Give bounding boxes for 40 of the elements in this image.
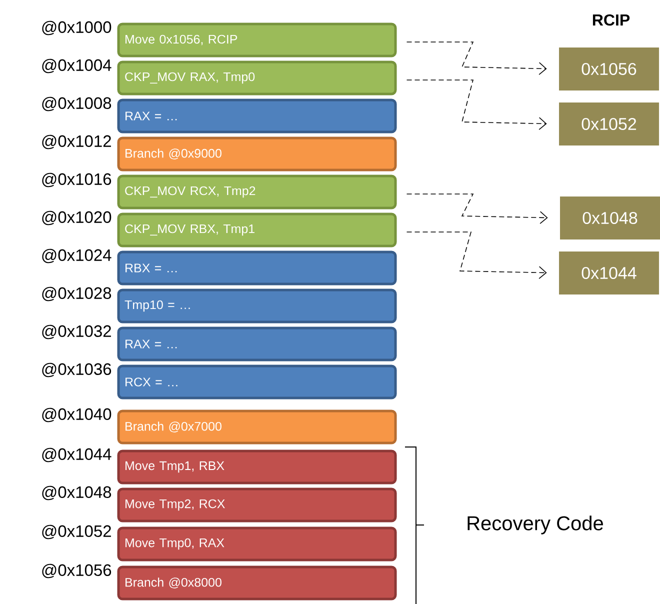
address-label: @0x1008 xyxy=(42,96,112,112)
address-label: @0x1012 xyxy=(42,134,111,150)
instruction-box: Tmp10 = … xyxy=(117,288,397,324)
address-label: @0x1020 xyxy=(42,210,112,226)
instruction-box: Move Tmp2, RCX xyxy=(117,488,397,522)
instruction-box: Branch @0x8000 xyxy=(117,566,397,600)
instruction-box: CKP_MOV RBX, Tmp1 xyxy=(117,212,397,248)
instruction-box: RAX = … xyxy=(117,98,397,134)
address-label: @0x1028 xyxy=(42,286,112,302)
dashed-arrow xyxy=(406,80,547,130)
instruction-box: Move Tmp0, RAX xyxy=(117,526,397,562)
address-label: @0x1032 xyxy=(42,324,111,340)
address-label: @0x1004 xyxy=(42,58,112,74)
address-label: @0x1040 xyxy=(42,408,112,422)
dashed-arrow xyxy=(406,194,548,224)
register-value-box: 0x1048 xyxy=(560,196,660,240)
register-value-box: 0x1052 xyxy=(559,102,660,146)
instruction-box: Branch @0x7000 xyxy=(117,410,397,444)
address-label: @0x1016 xyxy=(42,172,112,188)
address-label: @0x1052 xyxy=(42,524,111,540)
address-label: @0x1048 xyxy=(42,486,112,500)
address-label: @0x1000 xyxy=(42,20,112,36)
instruction-box: RBX = … xyxy=(117,250,397,286)
register-value-box: 0x1056 xyxy=(559,48,660,90)
instruction-box: CKP_MOV RCX, Tmp2 xyxy=(117,174,397,210)
address-label: @0x1056 xyxy=(42,564,112,578)
dashed-arrow xyxy=(406,42,547,75)
dashed-arrow xyxy=(406,232,547,279)
instruction-box: Move Tmp1, RBX xyxy=(117,450,397,484)
instruction-box: RAX = … xyxy=(117,326,397,362)
address-label: @0x1036 xyxy=(42,362,112,378)
address-label: @0x1044 xyxy=(42,448,112,462)
instruction-box: Branch @0x9000 xyxy=(117,136,397,172)
heading: RCIP xyxy=(592,14,630,26)
instruction-box: Move 0x1056, RCIP xyxy=(117,22,397,58)
address-label: @0x1024 xyxy=(42,248,112,264)
instruction-box: RCX = … xyxy=(117,364,397,400)
register-value-box: 0x1044 xyxy=(559,252,660,294)
instruction-box: CKP_MOV RAX, Tmp0 xyxy=(117,60,397,96)
bracket-label: Recovery Code xyxy=(468,516,603,534)
